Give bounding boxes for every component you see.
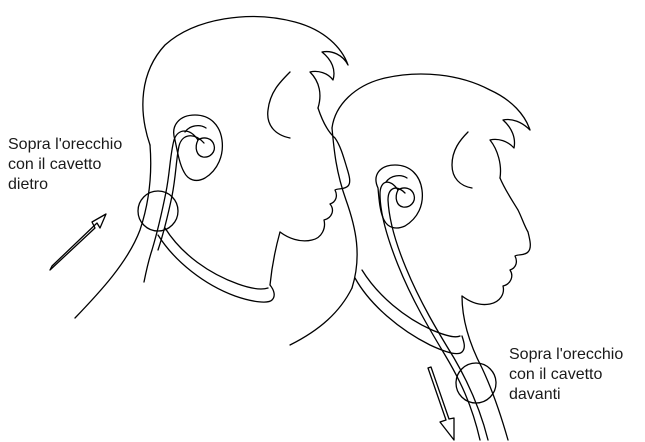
right-head-outline [332, 74, 530, 178]
caption-front-line-3: davanti [509, 385, 623, 405]
caption-behind-line-3: dietro [8, 175, 122, 195]
caption-front-line-1: Sopra l'orecchio [509, 345, 623, 365]
left-cable [144, 131, 198, 282]
arrow-down-icon [428, 367, 454, 440]
caption-front-line-2: con il cavetto [509, 365, 623, 385]
right-neck-back [332, 128, 357, 288]
left-collar [158, 235, 274, 302]
right-highlight-circle [456, 363, 496, 403]
left-collar-inner [165, 228, 268, 289]
left-ear-outline [174, 115, 223, 180]
right-ear-inner [386, 176, 407, 182]
right-neck-front [462, 296, 508, 440]
left-hairline [268, 72, 290, 138]
caption-cable-front: Sopra l'orecchio con il cavetto davanti [509, 345, 623, 405]
caption-cable-behind: Sopra l'orecchio con il cavetto dietro [8, 135, 122, 195]
left-head-outline [143, 17, 348, 145]
right-shoulder [290, 288, 352, 345]
right-hairline [452, 132, 472, 188]
left-earbud [196, 138, 214, 157]
right-head-figure [290, 74, 530, 440]
right-cable [380, 182, 480, 440]
arrow-up-right-icon [50, 214, 106, 270]
left-face-profile [280, 108, 350, 241]
caption-behind-line-2: con il cavetto [8, 155, 122, 175]
right-face-profile [462, 178, 530, 305]
left-highlight-circle [138, 191, 178, 231]
right-earbud [396, 188, 414, 207]
caption-behind-line-1: Sopra l'orecchio [8, 135, 122, 155]
right-collar [355, 278, 464, 354]
left-neck-front [270, 232, 280, 285]
